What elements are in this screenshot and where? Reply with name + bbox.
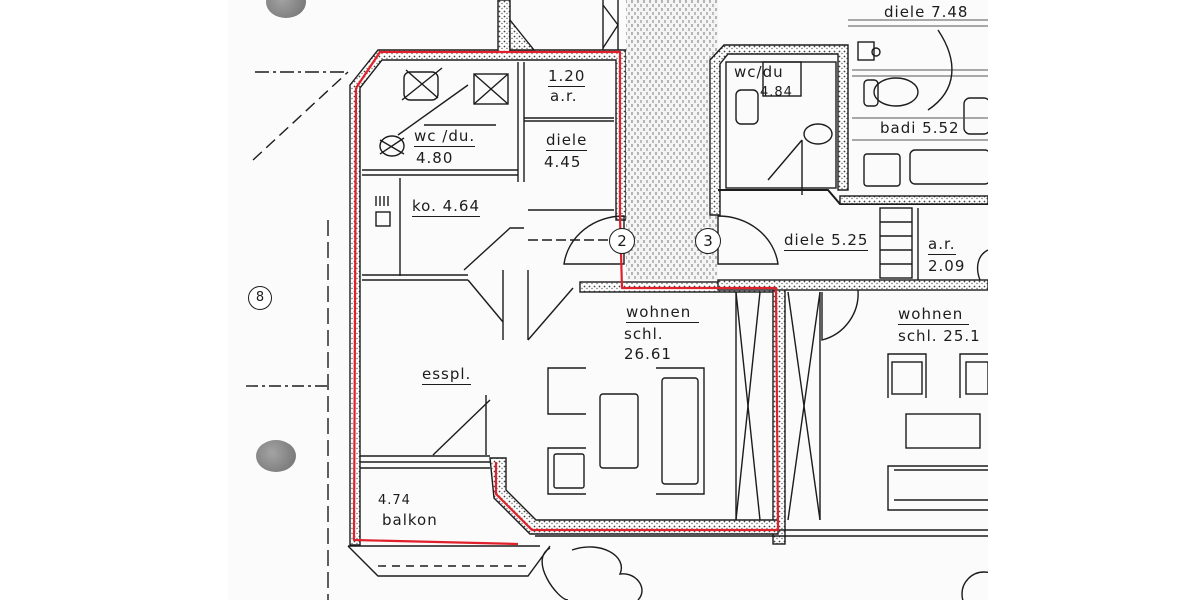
room-name-balkon: balkon xyxy=(382,511,438,529)
punch-hole-top xyxy=(266,0,306,18)
axis-marker-8: 8 xyxy=(248,286,272,310)
room-sub-schl-left: schl. xyxy=(624,325,664,343)
unit-marker-3: 3 xyxy=(695,228,721,254)
unit-highlight-outline xyxy=(352,50,780,546)
room-label-badi: badi 5.52 xyxy=(880,119,960,137)
room-label-diele-top: diele 7.48 xyxy=(884,3,969,21)
room-name: wc /du. xyxy=(414,127,476,145)
floor-plan-sheet: wc /du. 4.80 1.20 a.r. diele 4.45 ko. 4.… xyxy=(228,0,988,600)
room-name-ar-left: a.r. xyxy=(550,87,578,105)
floor-plan-drawing xyxy=(246,0,988,600)
room-name-wohnen-left: wohnen xyxy=(626,304,700,323)
room-label-wc-du-left: wc /du. xyxy=(414,127,476,147)
room-name-esspl: esspl. xyxy=(422,365,472,385)
room-name-wohnen-right: wohnen xyxy=(898,306,970,325)
room-name-wc-du-right: wc/du xyxy=(734,63,784,81)
room-label-kueche: ko. 4.64 xyxy=(412,197,480,217)
room-name-ar-right: a.r. xyxy=(928,235,956,255)
room-area-ar-right: 2.09 xyxy=(928,257,966,275)
room-label-schl-right: schl. 25.1 xyxy=(898,327,981,345)
room-area-ar-left: 1.20 xyxy=(548,67,586,87)
room-name-diele-left: diele xyxy=(546,131,588,151)
room-area-wohnen-left: 26.61 xyxy=(624,345,672,363)
room-area-wc-du-right: 4.84 xyxy=(760,85,793,100)
punch-hole-middle xyxy=(256,440,296,472)
room-area-diele-left: 4.45 xyxy=(544,153,582,171)
unit-marker-2: 2 xyxy=(609,228,635,254)
room-label-diele-right: diele 5.25 xyxy=(784,231,869,251)
room-area-wc-du-left: 4.80 xyxy=(416,149,454,167)
room-area-balkon: 4.74 xyxy=(378,493,411,508)
